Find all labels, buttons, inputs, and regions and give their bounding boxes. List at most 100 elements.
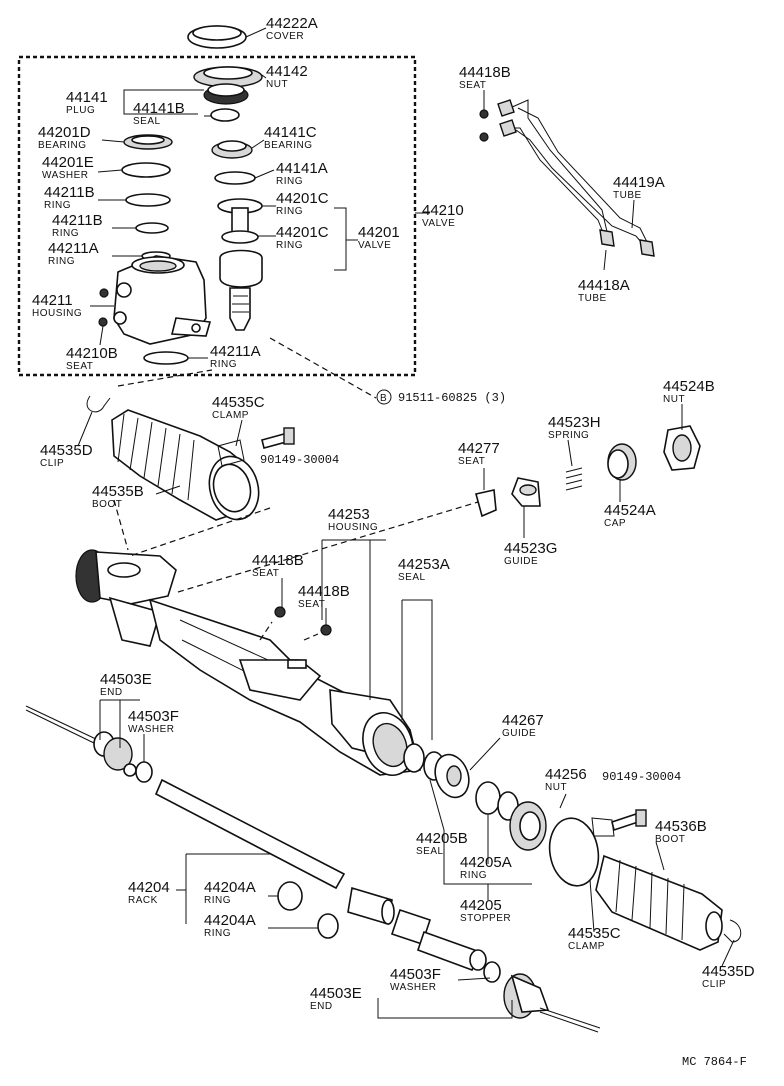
part-name: GUIDE [502,728,536,739]
bearing-right-part [211,140,253,159]
part-name: RING [276,206,303,217]
part-number: 44204A [204,912,256,929]
part-name: SEAT [66,361,93,372]
part-number: 44205A [460,854,512,871]
ring-211a-2-part [143,351,189,365]
bolt-90149-lower-label: 90149-30004 [602,770,681,784]
part-number: 44205 [460,897,502,914]
part-number: 44253A [398,556,450,573]
part-name: WASHER [128,724,175,735]
valve-assembly-frame [17,55,417,377]
part-number: 44418B [252,552,304,569]
part-number: 44211B [52,212,103,229]
part-name: SEAT [459,80,486,91]
b-marker-circle [376,389,392,405]
nut-part [193,66,263,88]
diagram-code: MC 7864-F [682,1055,747,1069]
part-number: 44503E [310,985,362,1002]
assembly-dashed-lines [113,337,479,641]
part-name: BOOT [92,499,122,510]
part-name: SEAL [416,846,444,857]
rack-part [154,778,346,890]
part-name: SEAL [398,572,426,583]
stopper-tube-part [416,930,487,972]
part-number: 44535D [40,442,93,459]
part-name: NUT [266,79,288,90]
seal-part [210,108,240,122]
guide-267-part [434,753,470,799]
part-number: 44204A [204,879,256,896]
part-name: RING [276,240,303,251]
part-name: NUT [545,782,567,793]
part-name: END [100,687,123,698]
part-number: 44141A [276,160,328,177]
part-number: 44201E [42,154,94,171]
valve-shaft-part [217,198,263,331]
boot-lower-part [595,854,723,951]
part-name: SEAL [133,116,161,127]
part-number: 44141 [66,89,108,106]
part-name: NUT [663,394,685,405]
cover-part [187,25,247,49]
rack-bushing-part [347,886,432,946]
seal-253a-part [403,743,425,773]
part-number: 44253 [328,506,370,523]
nut-256-part [509,801,547,851]
part-name: CLAMP [212,410,249,421]
part-number: 44201C [276,224,329,241]
leader-lines [77,27,735,1019]
part-number: 44524A [604,502,656,519]
part-number: 44267 [502,712,544,729]
part-name: RING [48,256,75,267]
part-number: 44211A [210,343,261,360]
part-number: 44210B [66,345,118,362]
part-name: SEAT [298,599,325,610]
part-number: 44211 [32,292,73,309]
valve-housing-part [113,255,212,345]
part-name: RING [210,359,237,370]
b-marker-letter: B [380,393,387,404]
spring-part [565,467,583,491]
nut-524b-part [663,425,701,471]
part-number: 44201D [38,124,91,141]
part-number: 44201 [358,224,400,241]
plug-part [203,83,249,105]
part-name: RING [204,928,231,939]
part-name: RING [460,870,487,881]
part-name: CLAMP [568,941,605,952]
part-name: PLUG [66,105,95,116]
part-number: 44523G [504,540,557,557]
bearing-left-part [123,134,173,150]
seat-277-part [475,489,497,518]
part-number: 44535C [568,925,621,942]
ring-204a-2-part [317,913,339,939]
part-name: STOPPER [460,913,511,924]
tube-assembly-part [497,99,655,257]
